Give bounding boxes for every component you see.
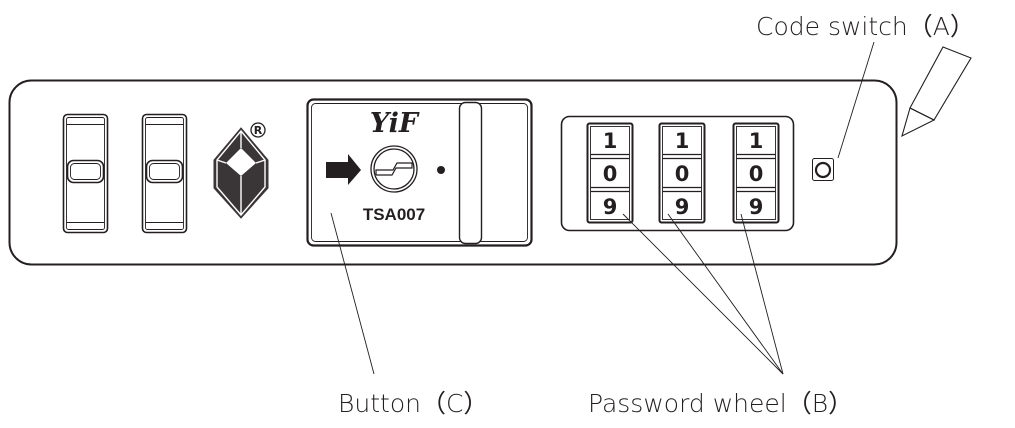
arrow-right-icon — [326, 154, 361, 185]
wheel-digit: 0 — [749, 162, 764, 186]
leader-line-wheel-1 — [622, 213, 784, 375]
wheel-digit: 1 — [749, 129, 764, 153]
indicator-dot — [437, 166, 445, 174]
password-wheel-3[interactable]: 1 0 9 — [732, 122, 780, 224]
password-wheel-2[interactable]: 1 0 9 — [658, 122, 706, 224]
brand-name: YiF — [370, 108, 420, 139]
tsa-button[interactable] — [306, 98, 533, 247]
leader-line-button — [330, 212, 375, 375]
registered-mark: R — [254, 124, 263, 137]
wheel-digit: 1 — [675, 129, 690, 153]
code-switch-ring-icon — [814, 161, 832, 179]
leader-line-wheel-2 — [667, 213, 784, 375]
button-slot — [458, 101, 483, 245]
wheel-digit: 1 — [603, 129, 618, 153]
label-button: Button（C） — [338, 389, 488, 418]
leader-line-code-switch — [837, 41, 875, 159]
wheel-digit: 9 — [675, 195, 690, 219]
tsa-logo-icon — [213, 127, 269, 219]
slider-knob-1[interactable] — [66, 159, 105, 184]
wheel-digit: 0 — [675, 162, 690, 186]
pen-tool-icon — [901, 46, 972, 138]
leader-line-wheel-3 — [740, 213, 784, 375]
label-password-wheel: Password wheel（B） — [588, 389, 853, 418]
slider-knob-2[interactable] — [145, 159, 184, 184]
wheel-housing — [586, 122, 634, 224]
model-number: TSA007 — [363, 205, 425, 224]
slider-switch-2[interactable] — [141, 113, 188, 234]
label-code-switch: Code switch（A） — [756, 12, 975, 41]
wheel-digit: 0 — [603, 162, 618, 186]
slider-switch-1[interactable] — [62, 113, 109, 234]
password-wheel-1[interactable]: 1 0 9 — [586, 122, 634, 224]
wheel-digit: 9 — [603, 195, 618, 219]
wheel-digit: 9 — [749, 195, 764, 219]
wheel-housing — [732, 122, 780, 224]
wheel-housing — [658, 122, 706, 224]
key-lock-icon — [370, 145, 418, 193]
registered-mark-circle — [250, 122, 266, 138]
